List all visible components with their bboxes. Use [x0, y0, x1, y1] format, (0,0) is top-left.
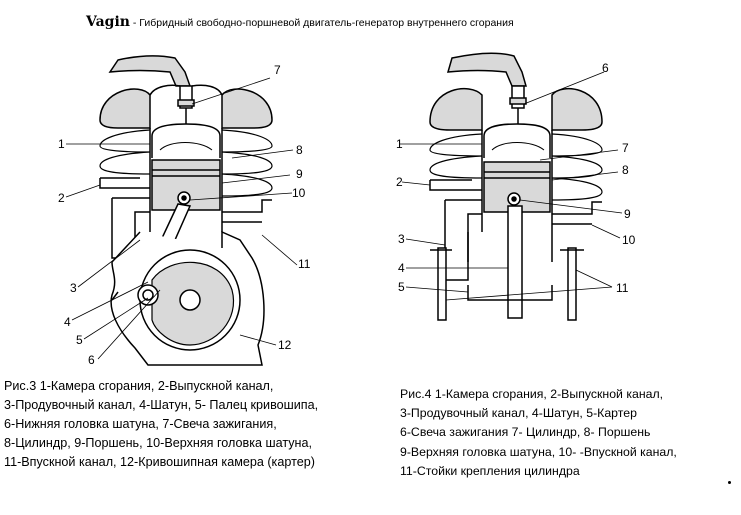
fig4-combustion-chamber — [483, 123, 551, 158]
fig3-label-9: 9 — [296, 167, 303, 181]
fig3-label-1: 1 — [58, 137, 65, 151]
fig3-spark-cable — [108, 55, 192, 87]
fig4-caption-line: 9-Верхняя головка шатуна, 10- -Впускной … — [400, 444, 677, 459]
fig3-inlet-port — [222, 199, 272, 223]
fig3-label-7: 7 — [274, 63, 281, 77]
fig4-fins-left — [429, 133, 483, 179]
figure4-caption: Рис.4 1-Камера сгорания, 2-Выпускной кан… — [400, 385, 677, 481]
fig4-cylinder — [481, 130, 553, 232]
fig3-label-12: 12 — [278, 338, 292, 352]
fig4-exhaust-port — [429, 179, 482, 191]
fig4-label-3: 3 — [398, 232, 405, 246]
figure4-drawing — [429, 52, 603, 321]
fig3-caption-line: 3-Продувочный канал, 4-Шатун, 5- Палец к… — [4, 398, 319, 412]
title-subtitle: - Гибридный свободно-поршневой двигатель… — [129, 17, 514, 29]
fig4-label-10: 10 — [622, 233, 636, 247]
fig3-fins-left — [99, 129, 151, 175]
fig4-stud-right — [567, 247, 577, 321]
fig4-caption-line: 3-Продувочный канал, 4-Шатун, 5-Картер — [400, 406, 637, 421]
fig3-caption-line: Рис.3 1-Камера сгорания, 2-Выпускной кан… — [4, 379, 274, 393]
figure3-caption: Рис.3 1-Камера сгорания, 2-Выпускной кан… — [4, 377, 318, 472]
fig4-spark-cable — [446, 52, 527, 87]
fig3-fins-right — [221, 129, 273, 197]
fig3-caption-line: 8-Цилиндр, 9-Поршень, 10-Верхняя головка… — [4, 436, 312, 450]
fig4-label-11: 11 — [616, 281, 629, 295]
fig4-fins-right — [551, 133, 603, 201]
fig3-cylinder-head — [99, 88, 151, 129]
stray-dot — [728, 481, 731, 484]
figure3-drawing — [99, 55, 273, 366]
fig4-piston — [483, 161, 551, 213]
fig3-combustion-chamber — [151, 123, 221, 158]
fig4-caption-line: Рис.4 1-Камера сгорания, 2-Выпускной кан… — [400, 387, 664, 401]
fig3-label-3: 3 — [70, 281, 77, 295]
fig4-conrod — [507, 205, 523, 319]
fig4-label-6: 6 — [602, 61, 609, 75]
page-title: Vagin - Гибридный свободно-поршневой дви… — [86, 14, 514, 30]
fig4-labels: 1 2 3 4 5 6 7 8 9 10 11 — [396, 61, 636, 295]
fig4-label-4: 4 — [398, 261, 405, 275]
fig3-caption-line: 6-Нижняя головка шатуна, 7-Свеча зажиган… — [4, 417, 277, 431]
fig3-label-8: 8 — [296, 143, 303, 157]
fig3-label-6: 6 — [88, 353, 95, 367]
fig3-leaders — [65, 77, 298, 360]
fig4-caption-line: 11-Стойки крепления цилиндра — [400, 463, 580, 478]
fig3-label-4: 4 — [64, 315, 71, 329]
fig3-exhaust-port — [99, 177, 150, 189]
fig4-cylinder-head — [429, 87, 483, 131]
fig3-label-11: 11 — [298, 257, 311, 271]
fig4-label-5: 5 — [398, 280, 405, 294]
fig3-cylinder — [149, 128, 223, 232]
fig4-label-8: 8 — [622, 163, 629, 177]
fig4-label-2: 2 — [396, 175, 403, 189]
fig3-label-10: 10 — [292, 186, 306, 200]
fig3-labels: 1 2 3 4 5 6 7 8 9 10 11 12 — [58, 63, 311, 367]
fig3-caption-line: 11-Впускной канал, 12-Кривошипная камера… — [4, 455, 315, 469]
fig4-label-9: 9 — [624, 207, 631, 221]
fig4-leaders — [400, 71, 623, 301]
fig3-label-5: 5 — [76, 333, 83, 347]
fig4-label-7: 7 — [622, 141, 629, 155]
title-brand: Vagin — [86, 14, 130, 30]
fig4-caption-line: 6-Свеча зажигания 7- Цилиндр, 8- Поршень — [400, 425, 651, 440]
fig4-stud-left — [437, 247, 447, 321]
fig3-label-2: 2 — [58, 191, 65, 205]
fig4-inlet-port — [552, 201, 602, 225]
fig4-label-1: 1 — [396, 137, 403, 151]
fig4-crankcase — [467, 232, 553, 301]
